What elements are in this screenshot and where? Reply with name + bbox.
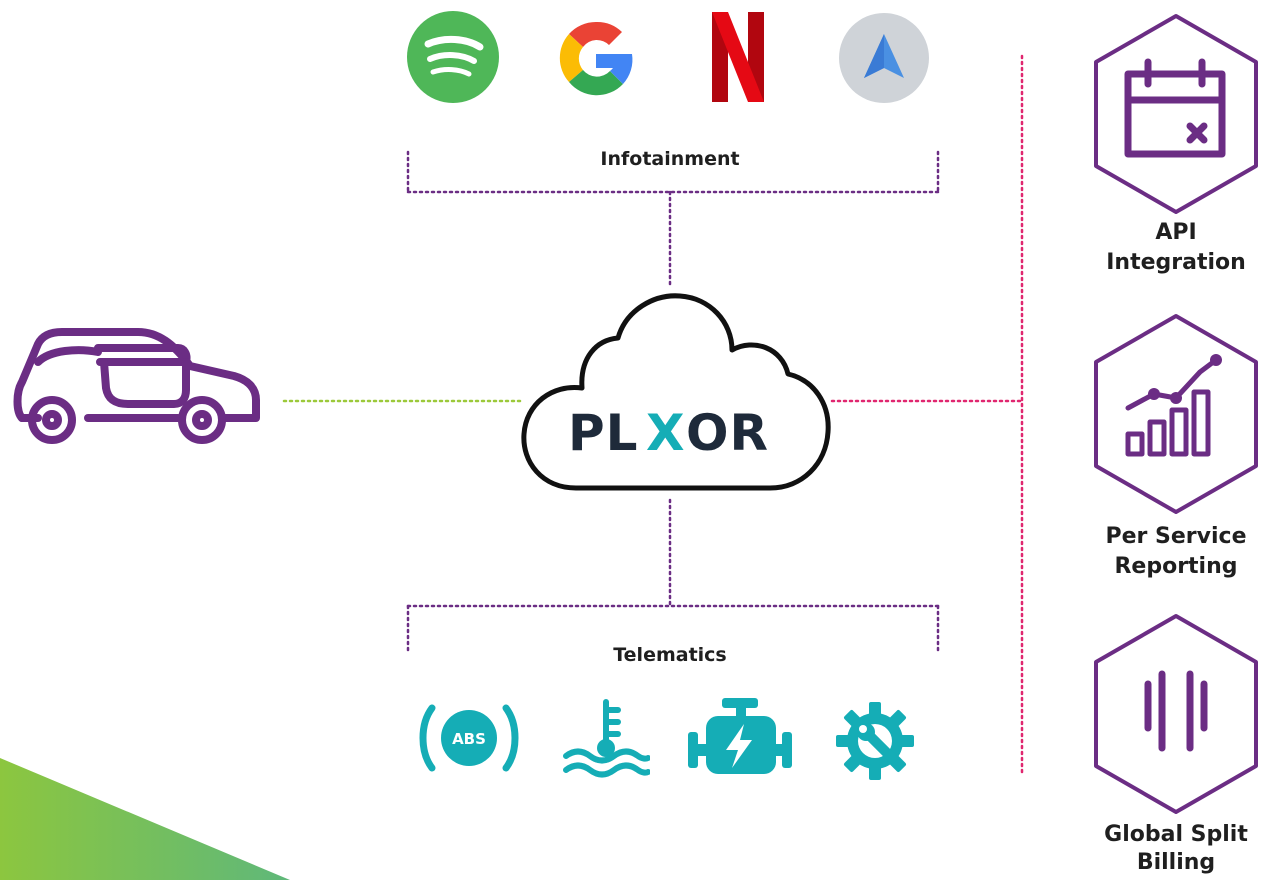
- google-icon: [559, 21, 633, 96]
- abs-icon: ABS: [419, 704, 519, 772]
- plxor-brand-pre: PL: [568, 404, 639, 462]
- cloud-hub: PL X OR: [521, 293, 831, 491]
- decorative-green-wedge: [0, 758, 290, 880]
- per-service-reporting-hexagon: [1094, 314, 1258, 514]
- split-lines-icon: [1144, 670, 1208, 752]
- bar-chart-icon: [1125, 354, 1222, 457]
- api-integration-label-line1: API: [1155, 220, 1197, 245]
- telematics-label: Telematics: [613, 644, 727, 666]
- global-split-billing-label-line2: Billing: [1136, 850, 1216, 875]
- car-icon: [13, 328, 260, 444]
- abs-text: ABS: [452, 730, 486, 748]
- api-integration-hexagon: [1094, 14, 1258, 214]
- per-service-reporting-label-line1: Per Service: [1105, 524, 1247, 549]
- engine-icon: [688, 698, 792, 774]
- infotainment-label: Infotainment: [600, 148, 740, 170]
- per-service-reporting-label-line2: Reporting: [1114, 554, 1238, 579]
- calendar-icon: [1124, 58, 1226, 158]
- netflix-icon: [712, 12, 764, 102]
- maintenance-gear-icon: [836, 702, 914, 780]
- api-integration-label-line2: Integration: [1106, 250, 1246, 275]
- plxor-brand-x: X: [646, 404, 686, 462]
- coolant-temperature-icon: [563, 699, 650, 778]
- global-split-billing-hexagon: [1094, 614, 1258, 814]
- android-auto-icon: [839, 13, 929, 103]
- spotify-icon: [407, 11, 499, 103]
- plxor-brand-post: OR: [686, 404, 769, 462]
- global-split-billing-label-line1: Global Split: [1104, 822, 1248, 847]
